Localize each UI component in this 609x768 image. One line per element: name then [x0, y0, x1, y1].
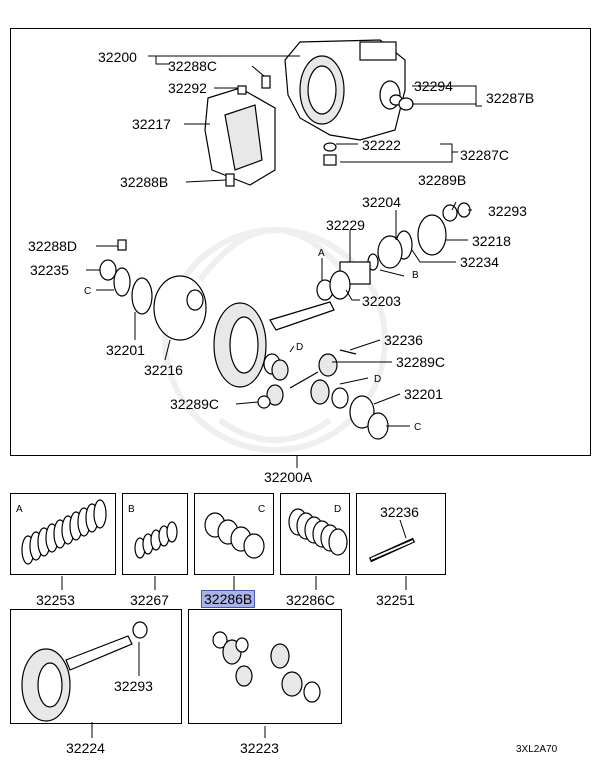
label-32288B[interactable]: 32288B	[120, 174, 169, 190]
kit-letter-b: B	[128, 504, 135, 515]
washer-32289C	[257, 395, 271, 409]
label-32289C[interactable]: 32289C	[396, 354, 446, 370]
seal-32235	[99, 259, 117, 281]
label-32235[interactable]: 32235	[30, 262, 69, 278]
kit-box-a	[10, 493, 116, 575]
diagram-code: 3XL2A70	[516, 744, 558, 755]
pinion-gear	[266, 384, 284, 406]
kit-box-b	[122, 493, 188, 575]
kit-pin	[368, 519, 416, 563]
plug-32222	[323, 154, 337, 166]
bearing-32201a	[131, 277, 153, 315]
label-32217[interactable]: 32217	[132, 116, 171, 132]
kit-b-shims	[134, 521, 178, 559]
kit-box-d	[280, 493, 350, 575]
kit-letter-c: C	[258, 504, 266, 515]
kit-box-c	[194, 493, 274, 575]
side-gear3	[310, 379, 330, 405]
label-32204[interactable]: 32204	[362, 194, 401, 210]
label-32287C[interactable]: 32287C	[460, 147, 510, 163]
carrier-housing	[284, 39, 406, 141]
label-32203[interactable]: 32203	[362, 293, 401, 309]
bolt-32288D	[117, 239, 127, 251]
ref-c-2: C	[414, 422, 422, 433]
kit-letter-a: A	[16, 504, 23, 515]
bearing-32203	[329, 270, 351, 300]
label-32293-gear[interactable]: 32293	[114, 678, 153, 694]
gasket-32222	[323, 142, 337, 152]
pin-shaft	[289, 371, 319, 389]
kit-part-32253[interactable]: 32253	[36, 592, 75, 608]
kit-a-shims	[21, 499, 107, 565]
label-32222[interactable]: 32222	[362, 137, 401, 153]
ref-c: C	[84, 286, 92, 297]
label-32223[interactable]: 32223	[240, 740, 279, 756]
label-32288D[interactable]: 32288D	[28, 238, 78, 254]
kit-part-32286C[interactable]: 32286C	[286, 592, 336, 608]
label-32229[interactable]: 32229	[326, 217, 365, 233]
diff-gear-set	[212, 631, 321, 703]
gear-set-box	[10, 609, 182, 724]
washer-32289B	[442, 204, 458, 222]
label-32236[interactable]: 32236	[384, 332, 423, 348]
side-gear1	[271, 359, 289, 381]
ring-pinion-set	[21, 621, 148, 722]
shim-c	[113, 267, 131, 297]
kit-part-32286B[interactable]: 32286B	[201, 590, 256, 608]
kit-c-shims	[204, 512, 265, 559]
label-32200A[interactable]: 32200A	[264, 469, 313, 485]
side-gear2	[318, 353, 338, 377]
label-32201[interactable]: 32201	[106, 342, 145, 358]
label-32216[interactable]: 32216	[144, 362, 183, 378]
label-32293[interactable]: 32293	[488, 203, 527, 219]
plug-32294b	[398, 97, 414, 111]
kit-part-32251[interactable]: 32251	[376, 592, 415, 608]
flange-32218	[417, 214, 447, 256]
kit-part-32267[interactable]: 32267	[130, 592, 169, 608]
label-32200[interactable]: 32200	[98, 49, 137, 65]
watermark-emblem	[162, 227, 388, 453]
label-32287B[interactable]: 32287B	[486, 90, 535, 106]
label-32234[interactable]: 32234	[460, 254, 499, 270]
label-32201-b[interactable]: 32201	[404, 386, 443, 402]
kit-d-shims	[288, 508, 348, 556]
main-diagram-frame	[10, 28, 591, 456]
pinion-shaft	[269, 301, 335, 331]
kit-box-pin	[356, 493, 446, 575]
label-32288C[interactable]: 32288C	[168, 58, 218, 74]
bearing-32201b	[349, 395, 375, 429]
leader-lines	[86, 55, 482, 468]
ref-d: D	[296, 342, 304, 353]
ref-b: B	[412, 270, 419, 281]
shim-c2	[367, 412, 389, 440]
label-32218[interactable]: 32218	[472, 233, 511, 249]
label-32294[interactable]: 32294	[414, 78, 453, 94]
kit-letter-d: D	[334, 504, 342, 515]
bolt-32292	[237, 85, 247, 95]
label-32292[interactable]: 32292	[168, 80, 207, 96]
ref-a: A	[318, 248, 325, 259]
label-32289B[interactable]: 32289B	[418, 172, 467, 188]
label-32289C-b[interactable]: 32289C	[170, 396, 220, 412]
bearing-32204	[377, 235, 403, 269]
pinion-set-box	[188, 609, 342, 724]
cover-plate	[204, 87, 276, 186]
ref-d-2: D	[374, 374, 382, 385]
pin-32236	[339, 349, 357, 355]
washer-d2	[331, 387, 349, 409]
label-32224[interactable]: 32224	[66, 740, 105, 756]
bolt-32288C	[261, 75, 271, 89]
kit-inner-32236[interactable]: 32236	[380, 504, 419, 520]
bolt-32288B	[225, 173, 235, 187]
